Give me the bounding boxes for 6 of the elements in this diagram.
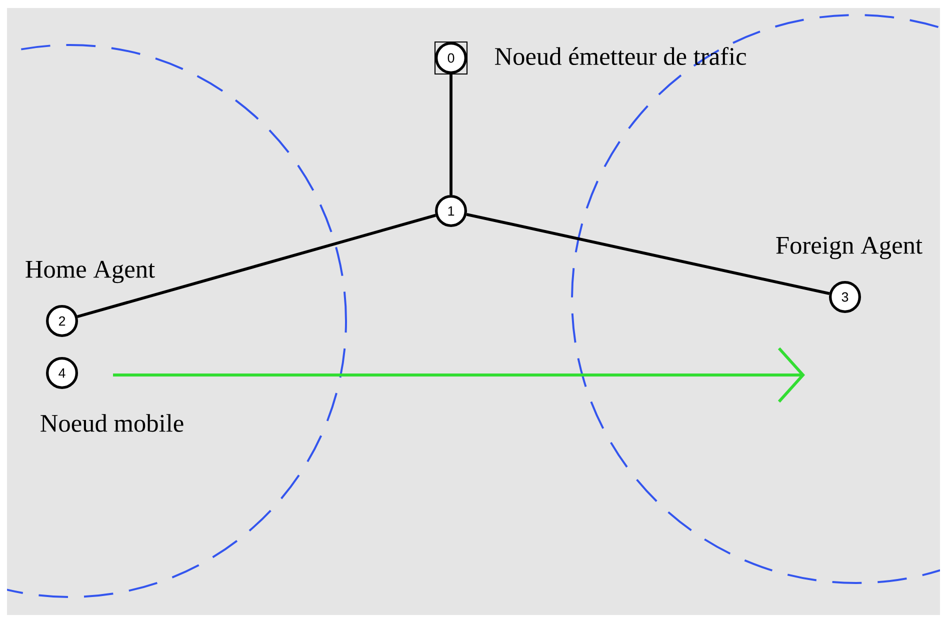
link-line: [466, 212, 830, 296]
link-line: [77, 214, 436, 318]
node-label: Home Agent: [26, 260, 155, 284]
node-label: Foreign Agent: [776, 236, 922, 260]
node-label: Noeud mobile: [40, 414, 184, 432]
link-line: [450, 74, 452, 195]
